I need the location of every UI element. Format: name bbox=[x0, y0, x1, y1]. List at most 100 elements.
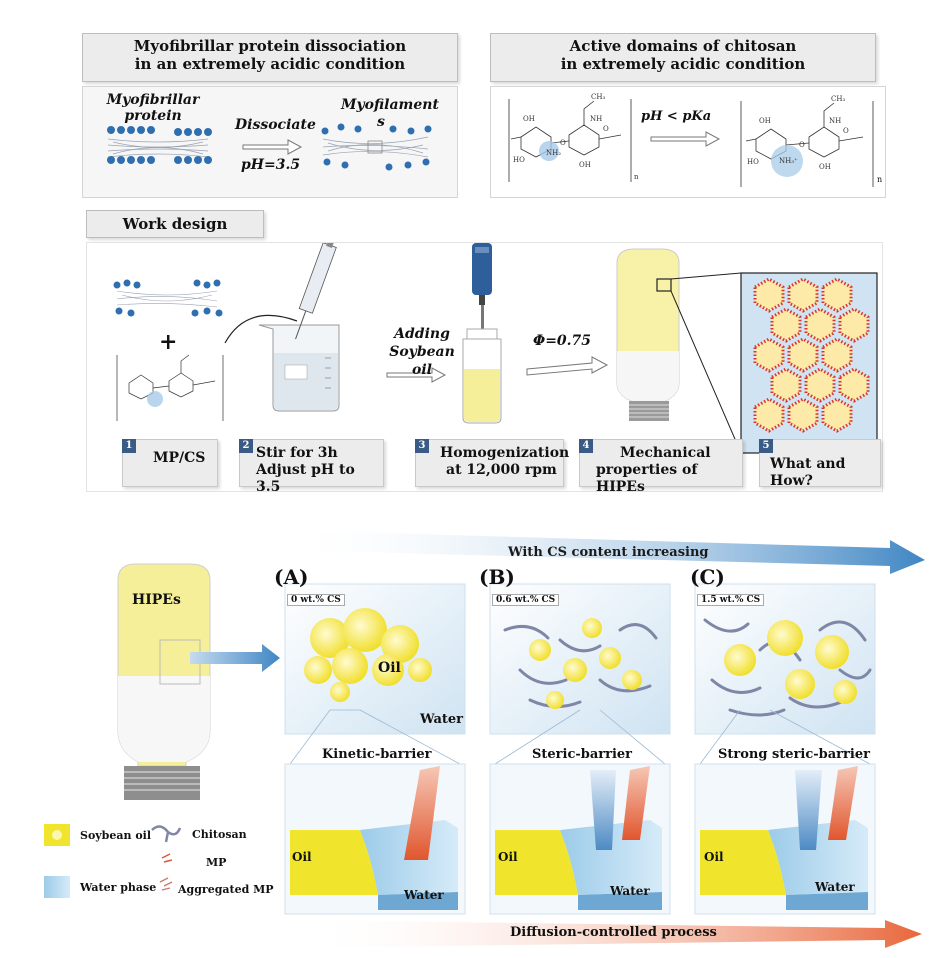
step-2-line1: Stir for 3h bbox=[256, 445, 338, 461]
svg-text:NH₃⁺: NH₃⁺ bbox=[779, 157, 798, 165]
ph-pka-label: pH < pKa bbox=[641, 109, 712, 124]
legend-chitosan: Chitosan bbox=[192, 828, 247, 841]
phi-label: Φ=0.75 bbox=[533, 333, 592, 349]
subscript-n-right: n bbox=[877, 175, 883, 184]
hipe-bottle bbox=[616, 248, 742, 454]
myofilaments bbox=[321, 123, 432, 171]
step-1-label: MP/CS bbox=[153, 450, 206, 466]
myofilament-label-s: s bbox=[377, 114, 385, 130]
legend-mp: MP bbox=[206, 856, 227, 869]
svg-text:HO: HO bbox=[513, 156, 525, 164]
step-5-label: What and How? bbox=[770, 456, 846, 489]
svg-text:O: O bbox=[799, 141, 805, 149]
step-4-line1: Mechanical bbox=[620, 445, 711, 461]
panel-b-letter: (B) bbox=[479, 565, 515, 589]
panel-b-interface-oil: Oil bbox=[498, 850, 518, 864]
panel-c-barrier: Strong steric-barrier bbox=[718, 747, 870, 762]
panel-a-barrier: Kinetic-barrier bbox=[322, 747, 432, 762]
hipes-bottle bbox=[117, 563, 211, 800]
svg-text:O: O bbox=[603, 125, 609, 133]
chitosan-header: Active domains of chitosan in extremely … bbox=[490, 33, 876, 82]
svg-text:OH: OH bbox=[523, 115, 535, 123]
step-4-number: 4 bbox=[579, 439, 593, 453]
svg-text:CH₃: CH₃ bbox=[831, 95, 845, 103]
panel-a-cs: 0 wt.% CS bbox=[287, 594, 345, 606]
step-4: 4 Mechanical properties of HIPEs bbox=[579, 439, 743, 495]
step-3: 3 Homogenization at 12,000 rpm bbox=[415, 439, 570, 487]
panel-b-interface bbox=[489, 763, 671, 915]
panel-c-interface-oil: Oil bbox=[704, 850, 724, 864]
hipes-pointer-arrow bbox=[190, 644, 280, 672]
cs-increase-arrow bbox=[280, 530, 925, 574]
legend-aggregated-mp: Aggregated MP bbox=[178, 883, 274, 896]
svg-text:OH: OH bbox=[819, 163, 831, 171]
myofibrillar-panel: Myofibrillar protein Dissociate pH=3.5 M… bbox=[82, 86, 458, 198]
step-3-line1: Homogenization bbox=[440, 445, 570, 461]
subscript-n-left: n bbox=[634, 173, 639, 181]
protein-bundle-left bbox=[107, 126, 212, 164]
mp-small-bundle bbox=[113, 279, 223, 317]
myofibrillar-header: Myofibrillar protein dissociation in an … bbox=[82, 33, 458, 82]
phi-arrow bbox=[526, 356, 609, 376]
step-3-number: 3 bbox=[415, 439, 429, 453]
myofibrillar-illustration bbox=[107, 123, 432, 171]
cs-small-highlight bbox=[147, 391, 163, 407]
adding-arrow bbox=[386, 367, 447, 383]
myofibrillar-header-line1: Myofibrillar protein dissociation bbox=[133, 37, 407, 55]
diffusion-label: Diffusion-controlled process bbox=[510, 925, 717, 940]
svg-text:O: O bbox=[843, 127, 849, 135]
panel-b-barrier: Steric-barrier bbox=[532, 747, 633, 762]
step-5: 5 What and How? bbox=[759, 439, 881, 489]
panel-c-micro bbox=[694, 583, 876, 735]
panel-c-interface bbox=[694, 763, 876, 915]
step-2: 2 Stir for 3h Adjust pH to 3.5 bbox=[239, 439, 384, 495]
adding-label-line1: Adding bbox=[394, 326, 450, 342]
step-1-number: 1 bbox=[122, 439, 136, 453]
panel-a-interface-water: Water bbox=[404, 888, 444, 902]
step-3-line2: at 12,000 rpm bbox=[446, 462, 557, 478]
svg-text:OH: OH bbox=[579, 161, 591, 169]
panel-a-oil-label: Oil bbox=[378, 660, 401, 676]
homogenization-vial bbox=[462, 328, 502, 424]
dissociate-arrow bbox=[242, 139, 303, 155]
cs-small-structure bbox=[116, 354, 224, 421]
chitosan-structure-left bbox=[508, 99, 632, 182]
panel-b-micro bbox=[489, 583, 671, 735]
work-design-title: Work design bbox=[122, 215, 228, 233]
chitosan-structure-right bbox=[740, 101, 874, 187]
panel-b-cs: 0.6 wt.% CS bbox=[492, 594, 560, 606]
adding-label: Adding Soybean oil bbox=[377, 325, 467, 379]
amine-highlight-right bbox=[771, 145, 803, 177]
beaker bbox=[258, 324, 340, 412]
protein-label-line2: protein bbox=[124, 108, 182, 124]
work-design-header: Work design bbox=[86, 210, 264, 238]
legend-soybean-oil: Soybean oil bbox=[80, 829, 152, 842]
step-2-line2: Adjust pH to 3.5 bbox=[256, 462, 355, 495]
diffusion-arrow bbox=[300, 920, 922, 948]
adding-label-line2: Soybean oil bbox=[389, 344, 455, 378]
legend-water-swatch bbox=[44, 876, 70, 898]
legend-chitosan-icon bbox=[151, 825, 182, 843]
plus-sign: + bbox=[159, 329, 178, 355]
ph-pka-arrow bbox=[650, 131, 721, 147]
cs-increase-label: With CS content increasing bbox=[508, 545, 709, 560]
bottom-illustration bbox=[44, 530, 925, 948]
zoom-connectors bbox=[289, 709, 871, 765]
panel-a-interface-oil: Oil bbox=[292, 850, 312, 864]
svg-text:NH: NH bbox=[829, 117, 841, 125]
protein-label: Myofibrillar protein bbox=[103, 92, 203, 124]
transfer-arrow bbox=[224, 314, 298, 344]
panel-a-micro bbox=[284, 583, 466, 735]
step-4-line2: properties of HIPEs bbox=[596, 462, 698, 495]
myofilament-label: Myofilament bbox=[341, 97, 439, 113]
dissociate-label: Dissociate bbox=[235, 117, 316, 133]
panel-c-letter: (C) bbox=[690, 565, 725, 589]
legend-aggregated-mp-icon bbox=[159, 877, 173, 891]
panel-c-interface-water: Water bbox=[815, 880, 855, 894]
legend-water-phase: Water phase bbox=[80, 881, 157, 894]
svg-text:O: O bbox=[560, 139, 566, 147]
step-5-number: 5 bbox=[759, 439, 773, 453]
panel-a-interface bbox=[284, 763, 466, 915]
